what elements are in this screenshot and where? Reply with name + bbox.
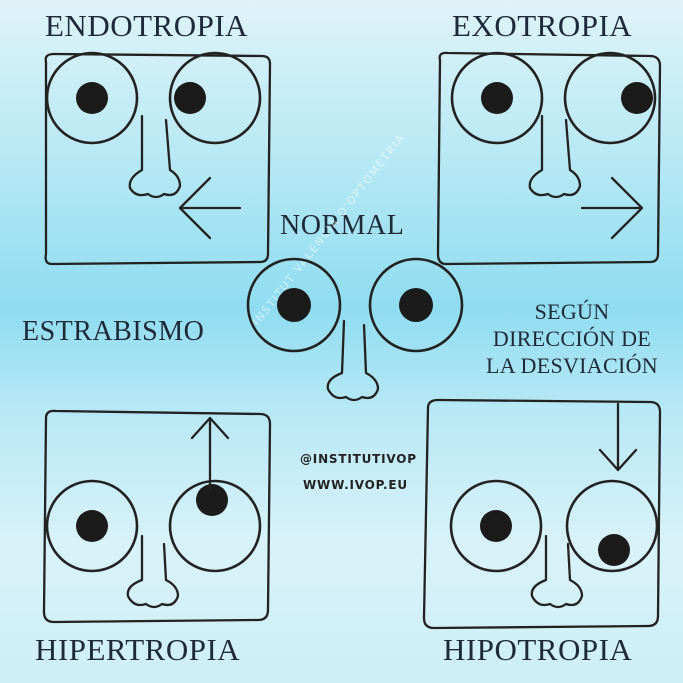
- classification-note: SEGÚN DIRECCIÓN DE LA DESVIACIÓN: [462, 298, 682, 379]
- hipertropia-title: HIPERTROPIA: [35, 632, 241, 667]
- face-outline: [422, 398, 662, 630]
- left-pupil: [196, 484, 228, 516]
- right-eye: [449, 479, 543, 573]
- left-eye: [368, 257, 464, 353]
- arrow-left-icon: [178, 176, 242, 240]
- nose: [530, 534, 584, 609]
- note-line-3: LA DESVIACIÓN: [486, 353, 658, 378]
- left-eye: [168, 51, 262, 145]
- hipertropia-face: [42, 409, 272, 624]
- note-line-1: SEGÚN: [534, 299, 610, 324]
- face-outline: [42, 409, 272, 624]
- hipotropia-face: [422, 398, 662, 630]
- endotropia-face: [44, 51, 272, 266]
- note-line-2: DIRECCIÓN DE: [492, 326, 652, 351]
- left-eye: [168, 479, 262, 573]
- left-pupil: [621, 82, 653, 114]
- arrow-right-icon: [580, 176, 644, 240]
- exotropia-title: EXOTROPIA: [452, 8, 633, 43]
- normal-title: NORMAL: [280, 210, 405, 241]
- left-eye: [565, 479, 659, 573]
- exotropia-face: [436, 51, 662, 266]
- right-eye: [45, 51, 139, 145]
- left-pupil: [598, 534, 630, 566]
- arrow-up-icon: [190, 416, 230, 492]
- right-eye: [246, 257, 342, 353]
- face-outline: [44, 52, 272, 266]
- left-pupil: [174, 82, 206, 114]
- estrabismo-label: ESTRABISMO: [22, 316, 205, 347]
- right-pupil: [481, 82, 513, 114]
- right-pupil: [480, 510, 512, 542]
- right-pupil: [277, 288, 311, 322]
- right-pupil: [76, 510, 108, 542]
- right-pupil: [76, 82, 108, 114]
- face-outline: [436, 51, 662, 266]
- right-eye: [450, 51, 544, 145]
- left-eye: [563, 51, 657, 145]
- nose: [126, 534, 180, 609]
- normal-face: [246, 257, 464, 402]
- instagram-handle: @INSTITUTIVOP: [300, 452, 417, 466]
- arrow-down-icon: [598, 402, 638, 472]
- endotropia-title: ENDOTROPIA: [45, 8, 249, 43]
- hipotropia-title: HIPOTROPIA: [443, 632, 633, 667]
- left-pupil: [399, 288, 433, 322]
- right-eye: [45, 479, 139, 573]
- website-url: WWW.IVOP.EU: [303, 478, 408, 492]
- nose: [528, 114, 582, 199]
- nose: [128, 114, 182, 199]
- nose: [326, 319, 380, 402]
